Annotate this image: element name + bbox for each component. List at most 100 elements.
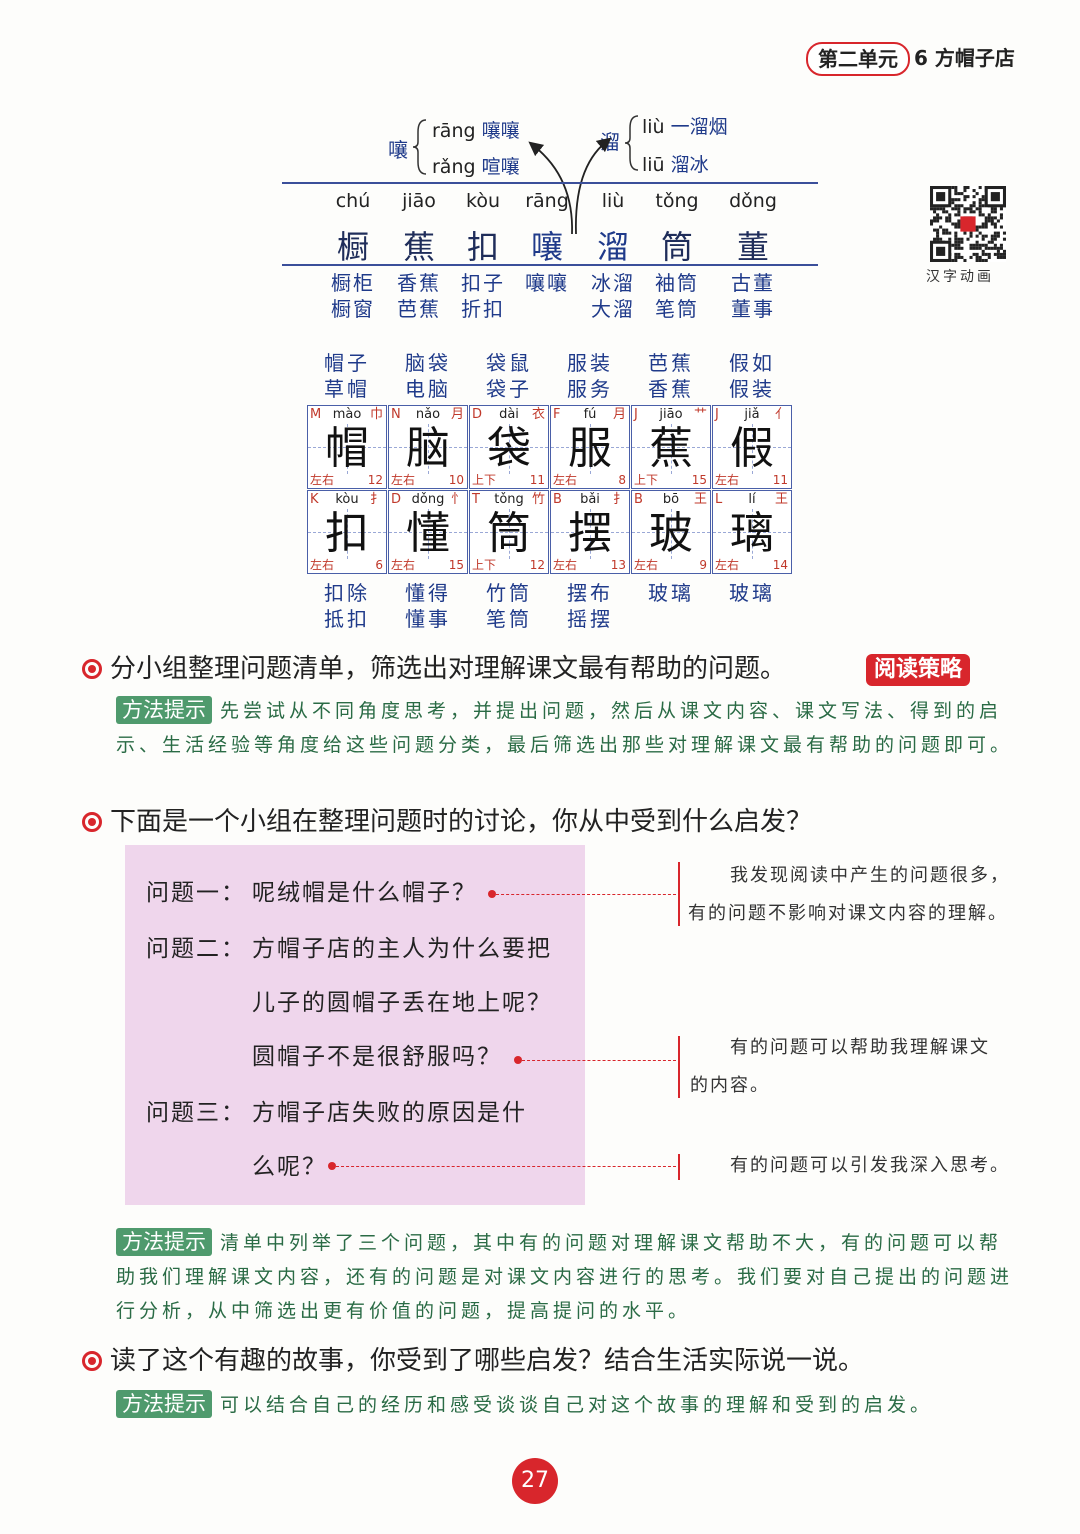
read-char-word: 董事 [731, 297, 775, 321]
radical: 亻 [774, 407, 788, 422]
connector-line [496, 894, 676, 895]
grid-guide [752, 509, 753, 559]
structure: 左右 [634, 558, 659, 572]
grid-guide [428, 509, 429, 559]
index-letter: M [310, 407, 322, 422]
read-char-word: 大溜 [591, 297, 635, 321]
read-char-word: 笔筒 [655, 297, 699, 321]
polyphone-liu-line2: liū 溜冰 [642, 154, 709, 176]
structure: 左右 [310, 558, 335, 572]
grid-word: 玻璃 [648, 581, 694, 605]
note-bar [678, 862, 680, 926]
index-letter: J [715, 407, 719, 422]
question-2-text-1: 方帽子店的主人为什么要把 [252, 936, 552, 962]
read-char-word: 古董 [731, 271, 775, 295]
note-bar [678, 1154, 680, 1180]
polyphone-rang-line1: rāng 嚷嚷 [432, 120, 520, 142]
radical: 扌 [612, 492, 626, 507]
polyphone-rang-line2: rǎng 喧嚷 [432, 156, 520, 178]
connector-dot [488, 890, 496, 898]
structure: 上下 [472, 473, 497, 487]
grid-guide [671, 424, 672, 474]
question-3-text-2: 么呢？ [252, 1154, 327, 1180]
task-1: 分小组整理问题清单，筛选出对理解课文最有帮助的问题。 [82, 651, 786, 687]
grid-word: 脑袋 [405, 351, 451, 375]
grid-word: 扣除 [324, 581, 370, 605]
structure: 左右 [391, 558, 416, 572]
grid-guide [590, 509, 591, 559]
cell-footer: 左右 12 [308, 472, 386, 488]
stroke-count: 15 [691, 473, 707, 487]
read-char-pinyin: rāng [525, 190, 569, 212]
grid-word: 假如 [729, 351, 775, 375]
tip-badge: 方法提示 [116, 696, 212, 724]
grid-guide [389, 447, 467, 448]
stroke-count: 15 [448, 558, 464, 572]
grid-word: 袋鼠 [486, 351, 532, 375]
structure: 左右 [310, 473, 335, 487]
read-char-word: 橱柜 [331, 271, 375, 295]
cell-pinyin: bǎi [580, 492, 600, 507]
read-char: 橱 [336, 228, 369, 266]
grid-word: 服装 [567, 351, 613, 375]
grid-word: 玻璃 [729, 581, 775, 605]
radical: 巾 [369, 407, 383, 422]
tip-badge: 方法提示 [116, 1390, 212, 1418]
grid-word: 芭蕉 [648, 351, 694, 375]
grid-word: 草帽 [324, 377, 370, 401]
cell-pinyin: jiāo [659, 407, 683, 422]
tip-2: 方法提示清单中列举了三个问题，其中有的问题对理解课文帮助不大，有的问题可以帮助我… [116, 1228, 1014, 1322]
write-char: 袋 [487, 423, 531, 474]
structure: 上下 [634, 473, 659, 487]
question-2-text-2: 儿子的圆帽子丢在地上呢？ [252, 990, 552, 1016]
question-3-label: 问题三： [146, 1100, 246, 1126]
divider-bottom [282, 264, 818, 266]
stroke-count: 12 [367, 473, 383, 487]
grid-guide [428, 424, 429, 474]
read-char-word: 香蕉 [397, 271, 441, 295]
radical: 忄 [450, 492, 464, 507]
index-letter: B [634, 492, 643, 507]
index-letter: J [634, 407, 638, 422]
stroke-count: 6 [375, 558, 383, 572]
radical: 月 [450, 407, 464, 422]
radical: 艹 [693, 407, 707, 422]
read-char: 扣 [466, 228, 499, 266]
grid-word: 服务 [567, 377, 613, 401]
index-letter: L [715, 492, 723, 507]
grid-word: 抵扣 [324, 607, 370, 631]
index-letter: D [472, 407, 483, 422]
brace-icon [624, 115, 639, 171]
qr-code-icon[interactable] [930, 186, 1006, 262]
read-char-pinyin: tǒng [655, 190, 699, 212]
note-2-line-1: 有的问题可以帮助我理解课文 [730, 1037, 990, 1058]
structure: 上下 [472, 558, 497, 572]
read-char: 溜 [596, 228, 629, 266]
cell-footer: 左右 15 [389, 557, 467, 573]
radical: 扌 [369, 492, 383, 507]
index-letter: T [472, 492, 480, 507]
grid-guide [752, 424, 753, 474]
question-list-highlight [125, 845, 585, 1205]
write-char: 摆 [568, 508, 612, 559]
radical: 王 [693, 492, 707, 507]
grid-guide [713, 447, 791, 448]
note-3-line-1: 有的问题可以引发我深入思考。 [730, 1155, 1010, 1176]
write-char: 筒 [487, 508, 531, 559]
grid-guide [308, 447, 386, 448]
cell-footer: 左右 6 [308, 557, 386, 573]
read-char-word: 袖筒 [655, 271, 699, 295]
